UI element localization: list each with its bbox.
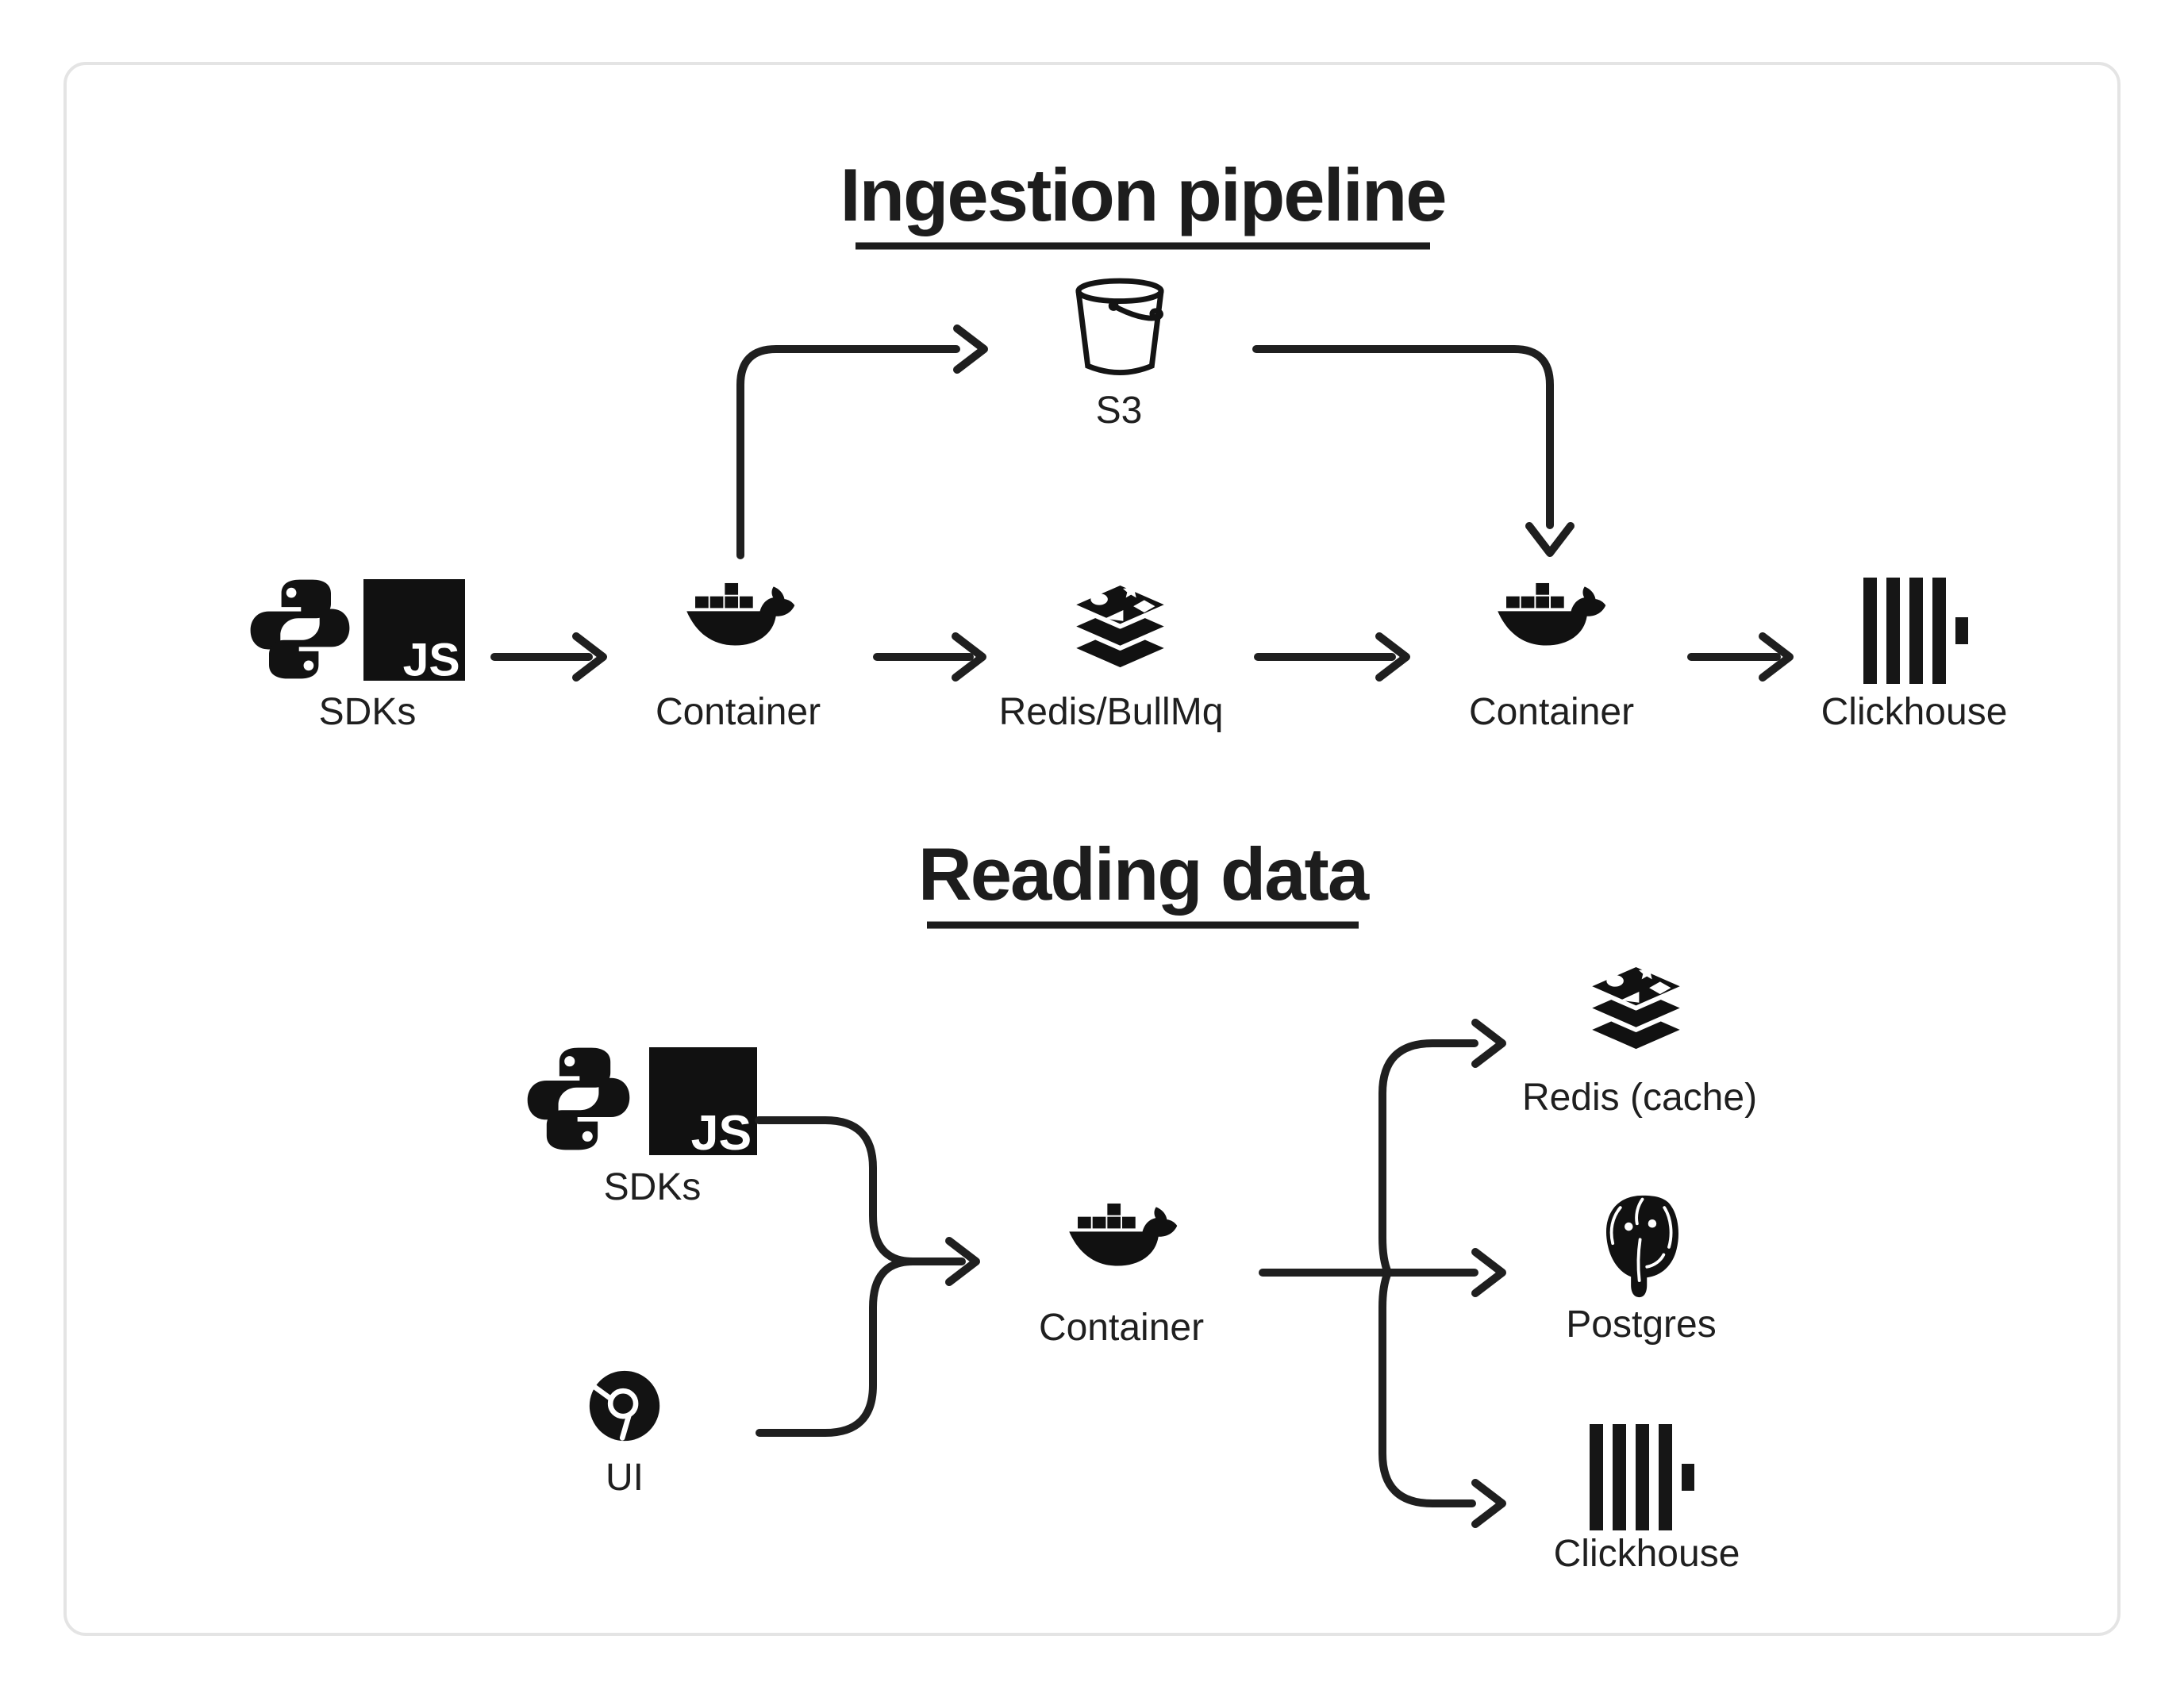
ui-label: UI bbox=[606, 1457, 644, 1499]
arrow-container-to-redis bbox=[873, 632, 986, 682]
redis-cache-icon bbox=[1586, 965, 1686, 1051]
sdks-label: SDKs bbox=[319, 691, 417, 733]
javascript-icon bbox=[363, 579, 465, 681]
redis-cache-label: Redis (cache) bbox=[1522, 1077, 1757, 1119]
redis-icon bbox=[1071, 583, 1170, 670]
arrow-merge-to-container bbox=[905, 1237, 980, 1286]
postgres-label: Postgres bbox=[1566, 1304, 1716, 1346]
arrow-container-to-redis-cache bbox=[1378, 1019, 1506, 1277]
section-title-ingestion: Ingestion pipeline bbox=[840, 153, 1445, 236]
container-label: Container bbox=[656, 691, 821, 733]
arrow-container-to-clickhouse bbox=[1687, 632, 1794, 682]
sdks-label: SDKs bbox=[604, 1166, 702, 1208]
redis-bullmq-label: Redis/BullMq bbox=[999, 691, 1224, 733]
arrow-sdks-to-container bbox=[490, 632, 607, 682]
wire-ui-merge bbox=[756, 1258, 917, 1437]
wire-sdks-merge bbox=[755, 1116, 917, 1265]
container-label: Container bbox=[1469, 691, 1634, 733]
arrow-s3-to-container bbox=[1252, 345, 1575, 557]
clickhouse-label: Clickhouse bbox=[1821, 691, 2008, 733]
section-title-reading: Reading data bbox=[918, 832, 1370, 916]
arrow-container-to-clickhouse bbox=[1378, 1269, 1506, 1528]
s3-label: S3 bbox=[1096, 390, 1143, 432]
arrow-redis-to-container bbox=[1254, 632, 1410, 682]
arrow-container-to-postgres bbox=[1259, 1248, 1506, 1297]
container-label: Container bbox=[1039, 1307, 1204, 1349]
diagram-card bbox=[63, 62, 2121, 1636]
javascript-icon bbox=[649, 1047, 757, 1155]
chrome-browser-icon bbox=[590, 1371, 659, 1441]
arrow-container-to-s3 bbox=[736, 324, 988, 559]
clickhouse-label: Clickhouse bbox=[1554, 1533, 1740, 1575]
